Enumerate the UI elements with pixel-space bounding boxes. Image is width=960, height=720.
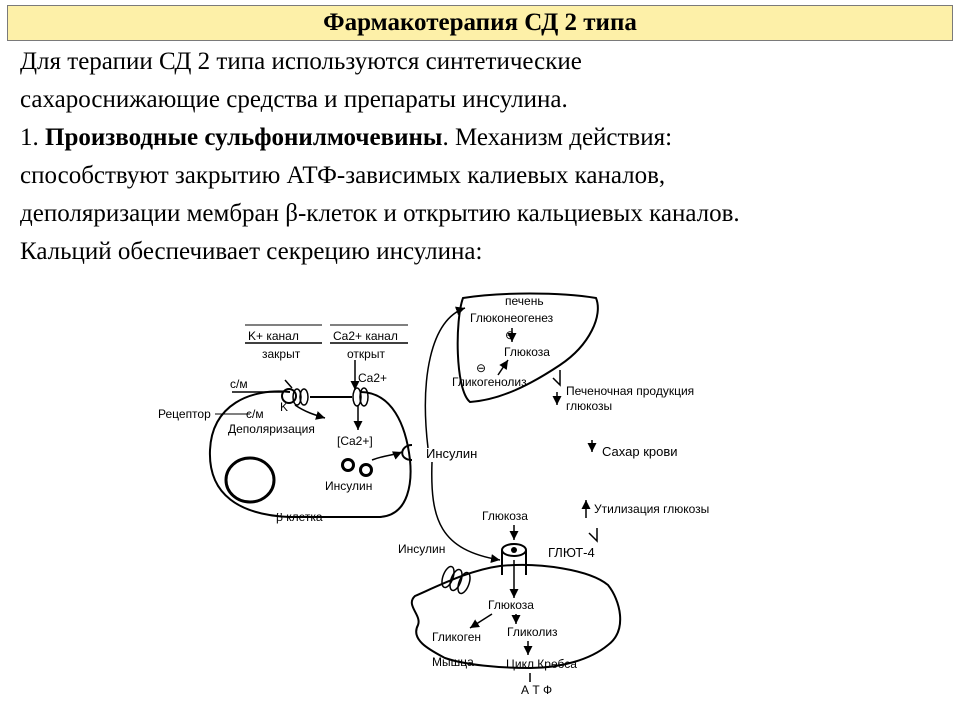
text-line-6: Кальций обеспечивает секрецию инсулина: xyxy=(20,238,483,265)
receptor-label: Рецептор xyxy=(158,407,211,421)
item-1-number: 1. xyxy=(20,124,45,151)
krebs-cycle-label: Цикл Кребса xyxy=(506,657,577,671)
sm-label-lower: с/м xyxy=(246,407,264,421)
muscle-cell: Глюкоза ГЛЮТ-4 Инсулин Глюкоза Гликоген … xyxy=(398,509,622,697)
liver-output-label-1: Печеночная продукция xyxy=(566,384,694,398)
ca-concentration-label: [Ca2+] xyxy=(337,434,373,448)
intro-line-1: Для терапии СД 2 типа используются синте… xyxy=(20,48,582,75)
glut4-label: ГЛЮТ-4 xyxy=(548,545,595,560)
depolarization-label: Деполяризация xyxy=(228,422,315,436)
liver: печень Глюконеогенез ⊖ Глюкоза ⊖ Гликоге… xyxy=(452,292,599,404)
glucose-liver-label: Глюкоза xyxy=(504,345,550,359)
minus-sign-1: ⊖ xyxy=(505,328,515,342)
k-channel-label-1: K+ канал xyxy=(248,329,299,343)
glycolysis-label: Гликолиз xyxy=(507,625,558,639)
sm-label-upper: с/м xyxy=(230,377,248,391)
minus-sign-2: ⊖ xyxy=(476,361,486,375)
blood-sugar-label: Сахар крови xyxy=(602,444,678,459)
item-1-line: 1. Производные сульфонилмочевины. Механи… xyxy=(20,119,950,157)
insulin-in-cell-label: Инсулин xyxy=(325,479,372,493)
muscle-outline xyxy=(410,563,622,670)
beta-cell-outline xyxy=(208,390,412,518)
liver-outline xyxy=(456,292,599,404)
slide-title: Фармакотерапия СД 2 типа xyxy=(7,5,953,41)
item-1-rest: . Механизм действия: xyxy=(442,124,673,151)
item-1-bold: Производные сульфонилмочевины xyxy=(45,124,443,151)
glucose-inside-label: Глюкоза xyxy=(488,598,534,612)
liver-label: печень xyxy=(505,294,544,308)
ca-channel-label-2: открыт xyxy=(347,347,385,361)
intro-line-2: сахароснижающие средства и препараты инс… xyxy=(20,86,568,113)
gluconeogenesis-label: Глюконеогенез xyxy=(470,311,554,325)
insulin-to-muscle-arrow xyxy=(431,461,501,563)
insulin-secreted-label: Инсулин xyxy=(426,446,477,461)
k-channel-label-2: закрыт xyxy=(262,347,301,361)
body-text: Для терапии СД 2 типа используются синте… xyxy=(20,43,950,271)
glycogen-label: Гликоген xyxy=(432,630,481,644)
ca-ion-label: Ca2+ xyxy=(358,371,387,385)
insulin-to-liver-arrow xyxy=(424,306,466,449)
beta-cell-nucleus xyxy=(224,456,276,504)
insulin-receptor-muscle xyxy=(441,565,471,595)
ca-channel-label-1: Ca2+ канал xyxy=(333,329,398,343)
text-line-4: способствуют закрытию АТФ-зависимых кали… xyxy=(20,162,666,189)
glycogenolysis-label: Гликогенолиз xyxy=(452,375,527,389)
insulin-mechanism-diagram: K+ канал закрыт Ca2+ канал открыт с/м Ре… xyxy=(158,292,709,697)
glucose-top-label: Глюкоза xyxy=(482,509,528,523)
glucose-utilization-label: Утилизация глюкозы xyxy=(594,502,709,516)
beta-cell: K+ канал закрыт Ca2+ канал открыт с/м Ре… xyxy=(158,324,413,524)
glut4-transporter xyxy=(501,543,527,598)
beta-cell-label: β клетка xyxy=(276,510,323,524)
liver-output-label-2: глюкозы xyxy=(566,399,612,413)
muscle-label: Мышца xyxy=(432,655,474,669)
k-ion-label: K xyxy=(280,400,288,414)
atp-label: А Т Ф xyxy=(521,683,552,697)
text-line-5: деполяризации мембран β-клеток и открыти… xyxy=(20,200,740,227)
insulin-muscle-label: Инсулин xyxy=(398,542,445,556)
insulin-granules xyxy=(341,458,373,477)
